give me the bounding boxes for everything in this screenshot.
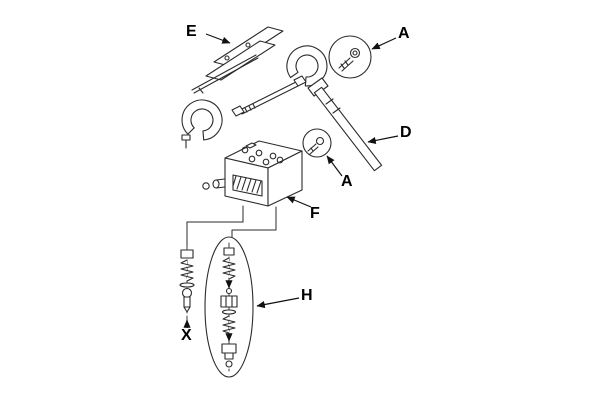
callout-label-h: H xyxy=(301,287,313,304)
callout-label-a-top: A xyxy=(398,25,410,42)
detail-circle-a-mid xyxy=(302,128,332,158)
callout-label-x: X xyxy=(181,327,192,344)
valve-block xyxy=(202,140,303,207)
detail-circle-a-top xyxy=(328,35,372,79)
callout-label-e: E xyxy=(186,23,197,40)
link-shaft xyxy=(231,75,307,117)
valve-stack-x xyxy=(179,245,195,331)
detail-ellipse-h xyxy=(204,236,254,378)
clamp-left xyxy=(181,99,223,141)
callout-label-f: F xyxy=(310,205,320,222)
callout-label-a-mid: A xyxy=(341,173,353,190)
callout-arrows xyxy=(183,33,399,342)
shim-plates xyxy=(191,26,284,94)
callout-label-d: D xyxy=(400,124,412,141)
leader-lines xyxy=(186,205,277,247)
small-bolt xyxy=(181,134,191,149)
cylinder-rod xyxy=(307,77,383,172)
clamp-upper xyxy=(286,45,328,87)
